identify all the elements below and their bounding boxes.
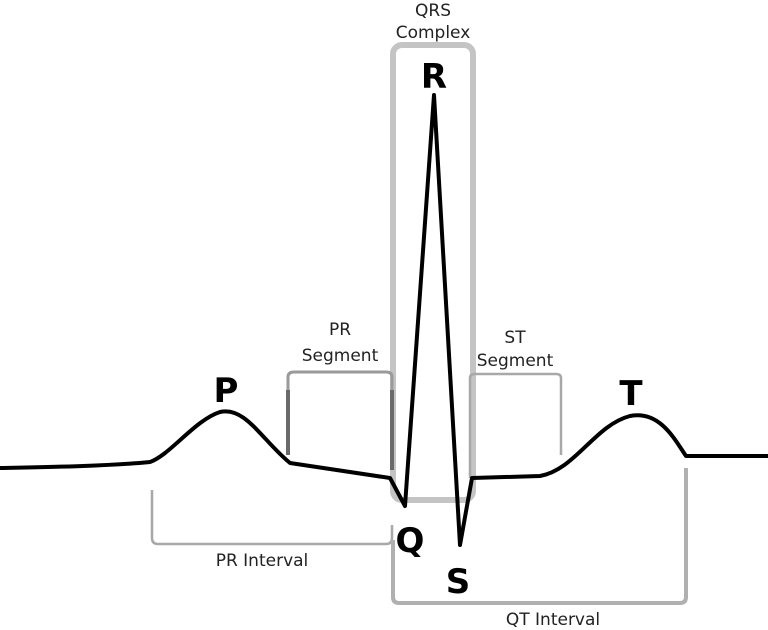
qrs-complex-box	[390, 42, 476, 503]
pr-segment-label-line2: Segment	[302, 346, 379, 366]
qt-interval-label: QT Interval	[506, 610, 600, 630]
pr-interval-bracket	[150, 490, 394, 546]
ecg-trace	[0, 93, 768, 547]
s-wave-label: S	[446, 562, 471, 602]
qt-interval-bracket	[391, 468, 688, 605]
qrs-complex-label-line1: QRS	[415, 1, 451, 21]
st-segment-bracket	[468, 372, 563, 478]
pr-segment-label-line1: PR	[329, 320, 351, 340]
st-segment-label-line1: ST	[504, 328, 526, 348]
pr-interval-label: PR Interval	[216, 551, 309, 571]
q-wave-label: Q	[396, 521, 425, 561]
pr-segment-bracket	[286, 370, 394, 470]
r-wave-label: R	[421, 57, 447, 97]
p-wave-label: P	[214, 371, 239, 411]
st-segment-label-line2: Segment	[477, 351, 554, 371]
qrs-complex-label-line2: Complex	[396, 23, 471, 43]
t-wave-label: T	[619, 374, 643, 414]
pr-segment-bracket-shading	[286, 390, 394, 470]
